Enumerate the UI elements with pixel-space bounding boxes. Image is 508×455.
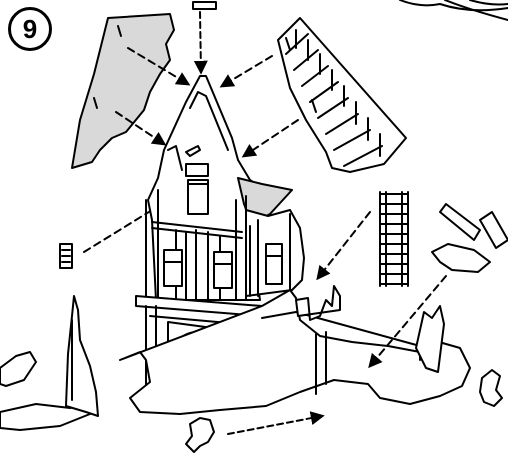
- top-finial-piece: [193, 2, 216, 72]
- rubble-stone-piece: [186, 416, 322, 452]
- right-debris-piece: [480, 370, 502, 406]
- corner-debris: [400, 0, 508, 20]
- ladder-piece: [318, 192, 408, 286]
- left-debris-pieces: [0, 296, 98, 430]
- roof-tile-panel: [222, 18, 406, 172]
